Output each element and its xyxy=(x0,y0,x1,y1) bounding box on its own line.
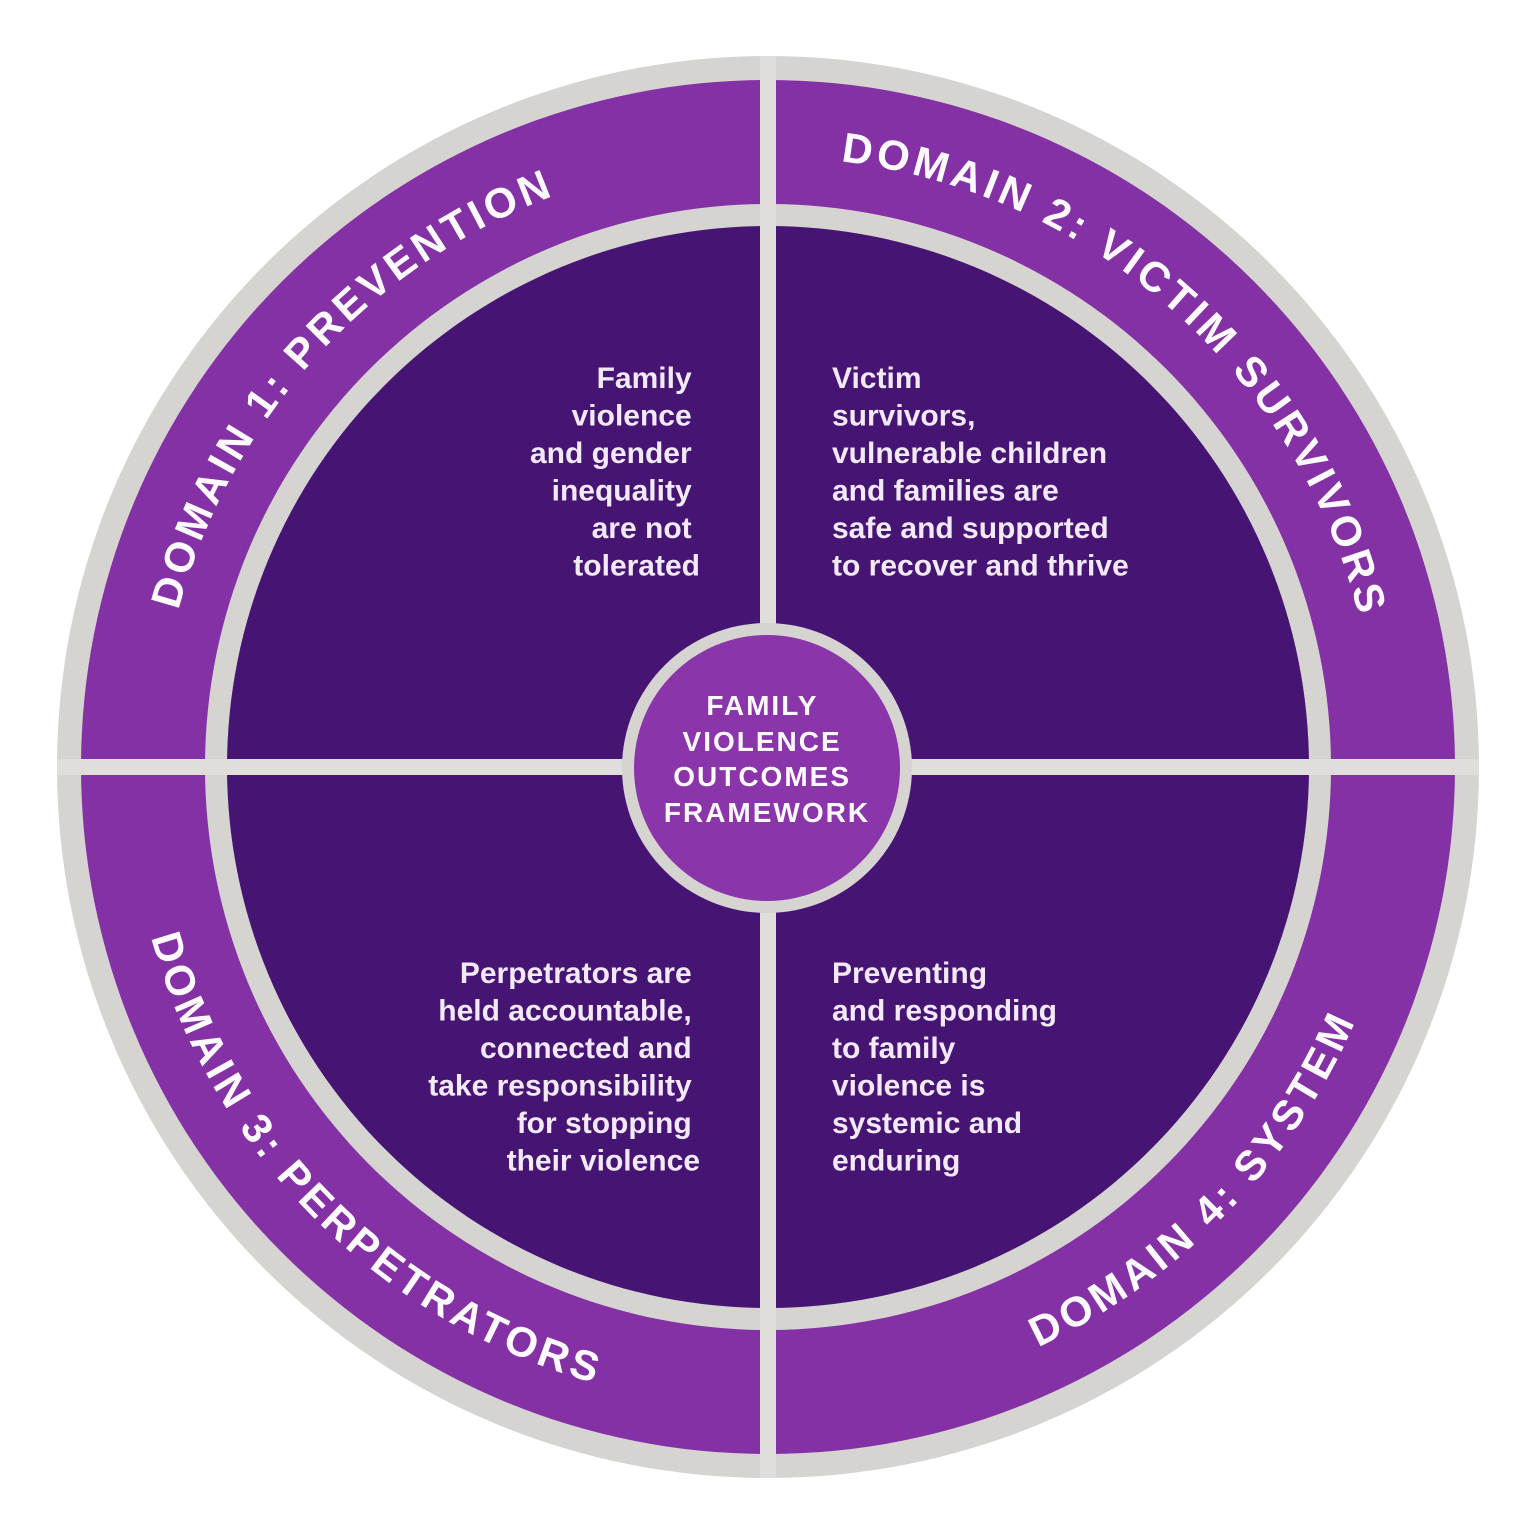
outcome-line: survivors, xyxy=(832,400,975,433)
outcome-line: Family xyxy=(597,362,692,395)
outcome-line: Preventing xyxy=(832,957,987,990)
outcome-line: violence is xyxy=(832,1070,985,1103)
outcome-line: tolerated xyxy=(573,550,700,583)
center-title-line: FAMILY xyxy=(706,690,818,721)
center-title-line: OUTCOMES xyxy=(673,761,851,792)
outcome-line: Perpetrators are xyxy=(460,957,692,990)
outcome-text-domain-1: Family violence and gender inequality ar… xyxy=(530,362,700,583)
outcome-line: inequality xyxy=(552,475,692,508)
outcome-line: and responding xyxy=(832,995,1057,1028)
outcome-line: and families are xyxy=(832,475,1059,508)
outcome-line: for stopping xyxy=(517,1107,692,1140)
outcome-line: enduring xyxy=(832,1145,960,1178)
outcome-line: to recover and thrive xyxy=(832,550,1129,583)
outcome-line: vulnerable children xyxy=(832,437,1107,470)
outcome-text-domain-3: Perpetrators are held accountable, conne… xyxy=(428,957,700,1178)
outcome-line: take responsibility xyxy=(428,1070,692,1103)
outcome-line: connected and xyxy=(480,1032,692,1065)
outcome-text-domain-4: Preventing and responding to family viol… xyxy=(832,957,1065,1178)
outcome-line: are not xyxy=(592,512,692,545)
outcome-line: violence xyxy=(572,400,692,433)
outcome-text-domain-2: Victim survivors, vulnerable children an… xyxy=(832,362,1129,583)
outcome-line: their violence xyxy=(507,1145,700,1178)
outcome-line: Victim xyxy=(832,362,922,395)
outcome-line: held accountable, xyxy=(438,995,691,1028)
outcome-line: safe and supported xyxy=(832,512,1109,545)
center-title-line: VIOLENCE xyxy=(683,726,842,757)
center-circle-fill xyxy=(634,635,900,901)
outcome-line: and gender xyxy=(530,437,692,470)
center-title: FAMILY VIOLENCE OUTCOMES FRAMEWORK xyxy=(664,690,870,828)
outcome-line: systemic and xyxy=(832,1107,1022,1140)
outcome-line: to family xyxy=(832,1032,956,1065)
center-title-line: FRAMEWORK xyxy=(664,797,870,828)
